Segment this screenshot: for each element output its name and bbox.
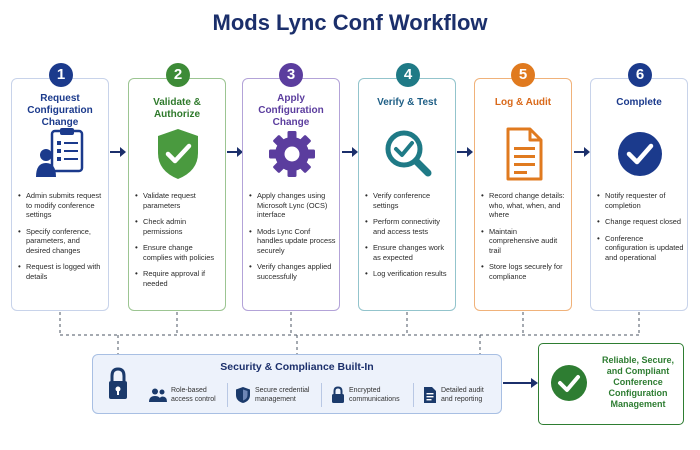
step-bullets: Admin submits request to modify conferen… — [17, 191, 105, 288]
result-text: Reliable, Secure, and Compliant Conferen… — [601, 355, 675, 409]
bullet-item: Validate request parameters — [134, 191, 222, 210]
user-clipboard-icon — [36, 128, 84, 177]
step-bullets: Record change details: who, what, when, … — [480, 191, 568, 288]
gear-icon — [269, 131, 315, 177]
bullet-item: Verify changes applied successfully — [248, 262, 336, 281]
step-bullets: Verify conference settings Perform conne… — [364, 191, 452, 286]
step-badge-3: 3 — [279, 63, 303, 87]
step-badge-6: 6 — [628, 63, 652, 87]
bullet-item: Ensure changes work as expected — [364, 243, 452, 262]
bullet-item: Verify conference settings — [364, 191, 452, 210]
check-circle-icon — [618, 132, 662, 176]
security-item-credentials: Secure credential management — [235, 381, 325, 409]
document-icon — [424, 387, 436, 403]
document-icon — [506, 127, 543, 181]
step-title: Log & Audit — [494, 97, 552, 108]
security-item-label: Role-based access control — [171, 387, 216, 403]
bullet-item: Ensure change complies with policies — [134, 243, 222, 262]
step-title: Verify & Test — [377, 97, 437, 108]
dashed-connectors — [59, 312, 640, 354]
step-title: Complete — [616, 97, 662, 108]
flow-arrow — [342, 147, 358, 157]
security-item-label: Secure credential management — [255, 387, 310, 403]
bullet-item: Change request closed — [596, 217, 684, 227]
lock-icon — [332, 386, 344, 403]
bullet-item: Apply changes using Microsoft Lync (OCS)… — [248, 191, 336, 220]
bullet-item: Admin submits request to modify conferen… — [17, 191, 105, 220]
step-card-1: Request Configuration Change Admin submi… — [11, 78, 109, 311]
bullet-item: Require approval if needed — [134, 269, 222, 288]
bullet-item: Store logs securely for compliance — [480, 262, 568, 281]
shield-icon — [236, 387, 250, 403]
bullet-item: Conference configuration is updated and … — [596, 234, 684, 263]
bullet-item: Log verification results — [364, 269, 452, 279]
bullet-item: Check admin permissions — [134, 217, 222, 236]
lock-icon — [109, 367, 127, 399]
bullet-item: Specify conference, parameters, and desi… — [17, 227, 105, 256]
magnifier-check-icon — [385, 130, 432, 177]
step-title: Request Configuration Change — [27, 93, 93, 128]
bullet-item: Maintain comprehensive audit trail — [480, 227, 568, 256]
step-title: Validate & Authorize — [153, 97, 201, 120]
bullet-item: Perform connectivity and access tests — [364, 217, 452, 236]
step-badge-2: 2 — [166, 63, 190, 87]
security-title: Security & Compliance Built-In — [220, 361, 374, 373]
step-bullets: Apply changes using Microsoft Lync (OCS)… — [248, 191, 336, 288]
flow-arrow — [110, 147, 126, 157]
bullet-item: Record change details: who, what, when, … — [480, 191, 568, 220]
divider — [227, 383, 228, 407]
security-item-encryption: Encrypted communications — [331, 381, 409, 409]
divider — [321, 383, 322, 407]
shield-check-icon — [158, 129, 198, 179]
diagram-title: Mods Lync Conf Workflow — [212, 10, 488, 35]
security-item-label: Encrypted communications — [349, 387, 400, 403]
divider — [413, 383, 414, 407]
step-card-3: Apply Configuration Change Apply changes… — [242, 78, 340, 311]
flow-arrow — [457, 147, 473, 157]
step-badge-1: 1 — [49, 63, 73, 87]
step-bullets: Notify requester of completion Change re… — [596, 191, 684, 269]
step-card-6: Complete Notify requester of completion … — [590, 78, 688, 311]
bullet-item: Notify requester of completion — [596, 191, 684, 210]
result-box: Reliable, Secure, and Compliant Conferen… — [538, 343, 684, 425]
step-bullets: Validate request parameters Check admin … — [134, 191, 222, 295]
step-card-2: Validate & Authorize Validate request pa… — [128, 78, 226, 311]
security-item-audit: Detailed audit and reporting — [423, 381, 493, 409]
security-item-rbac: Role-based access control — [149, 381, 225, 409]
step-title: Apply Configuration Change — [258, 93, 324, 128]
flow-arrow — [574, 147, 590, 157]
result-arrow — [503, 378, 538, 388]
security-item-label: Detailed audit and reporting — [441, 387, 484, 403]
step-card-4: Verify & Test Verify conference settings… — [358, 78, 456, 311]
step-badge-5: 5 — [511, 63, 535, 87]
users-icon — [149, 388, 167, 402]
step-card-5: Log & Audit Record change details: who, … — [474, 78, 572, 311]
bullet-item: Mods Lync Conf handles update process se… — [248, 227, 336, 256]
check-circle-icon — [551, 365, 587, 401]
security-compliance-panel: Security & Compliance Built-In Role-base… — [92, 354, 502, 414]
bullet-item: Request is logged with details — [17, 262, 105, 281]
step-badge-4: 4 — [396, 63, 420, 87]
flow-arrow — [227, 147, 243, 157]
